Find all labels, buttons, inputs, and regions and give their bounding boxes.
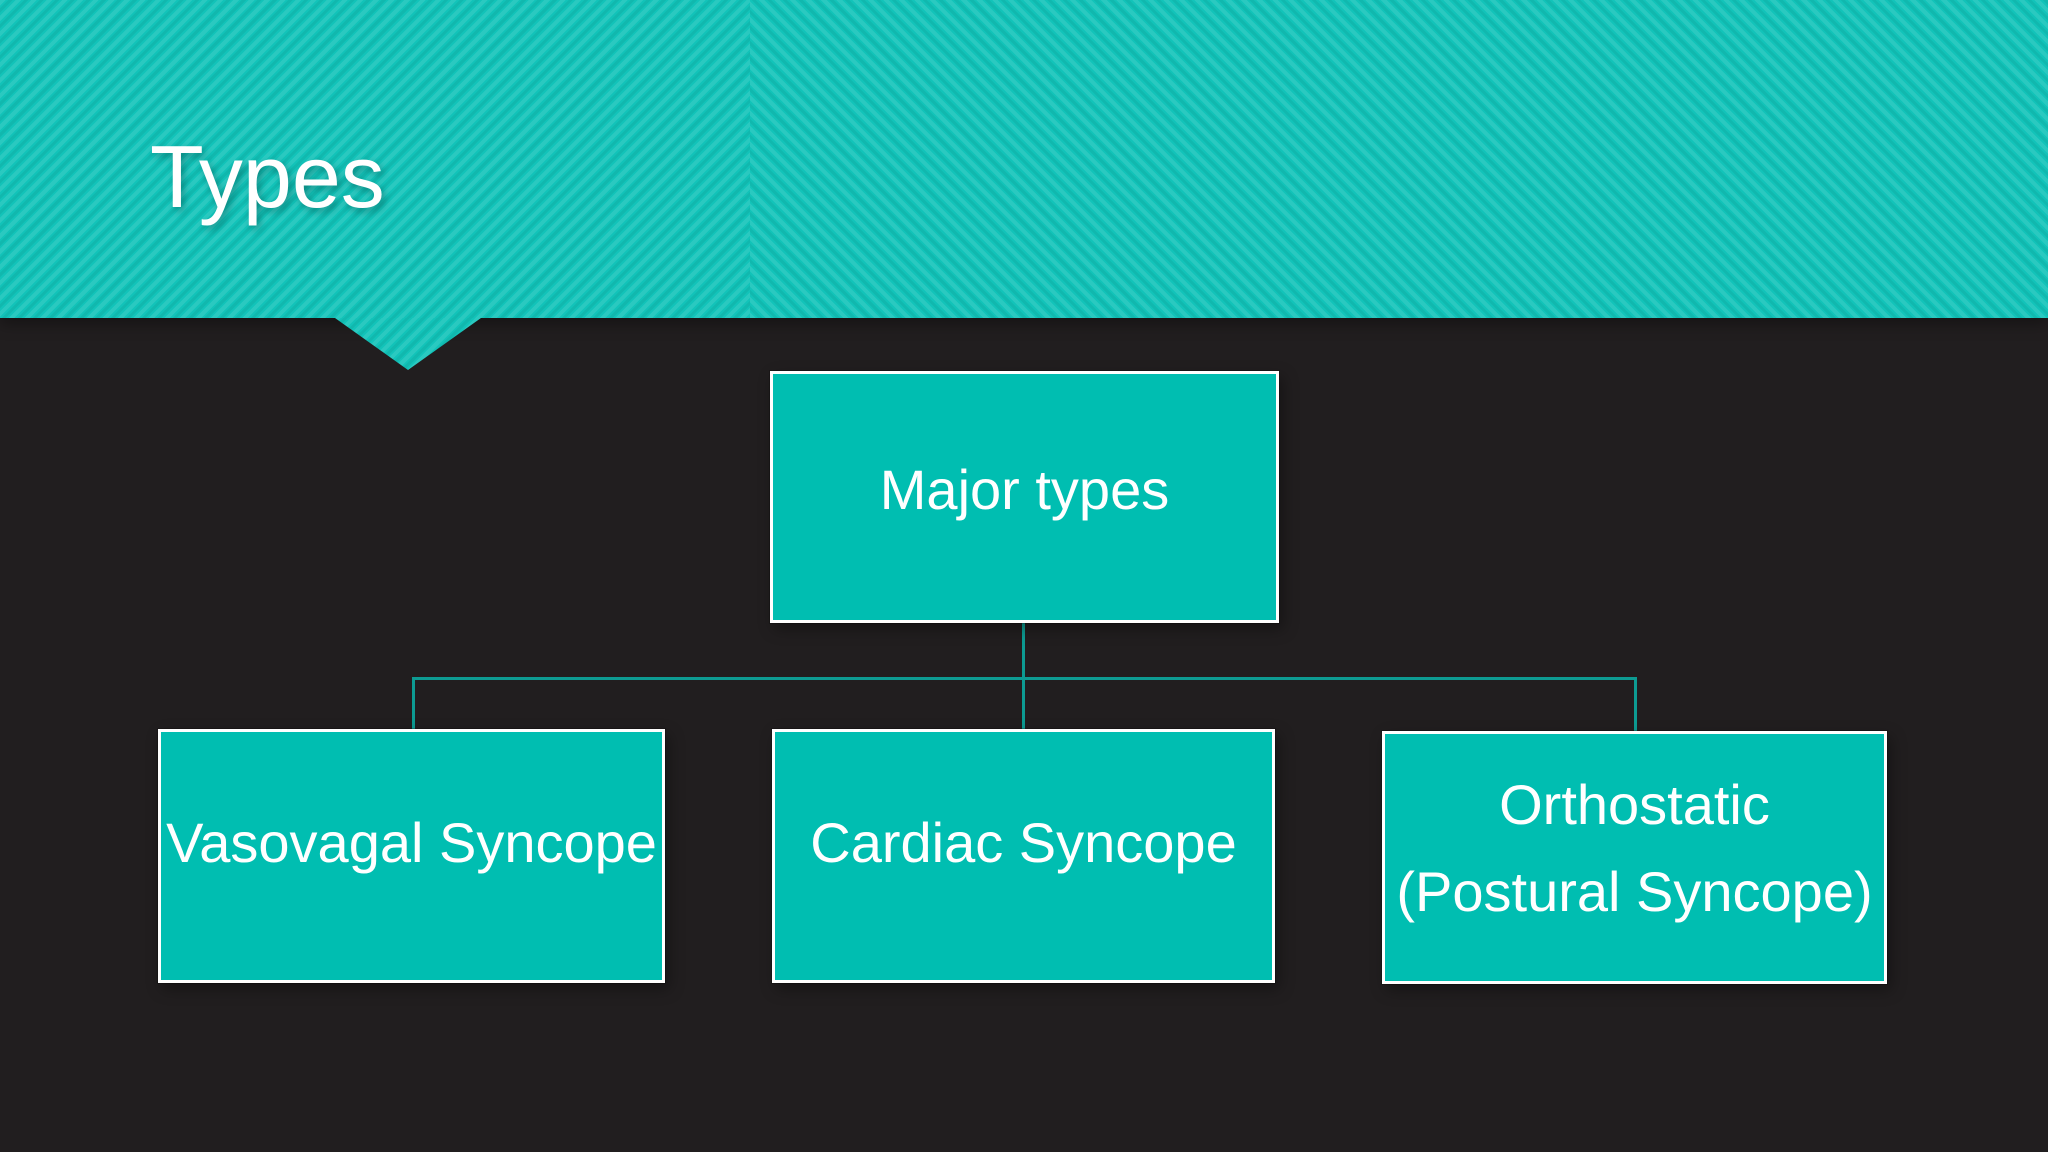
connector-drop-left bbox=[412, 677, 415, 733]
slide-title: Types bbox=[150, 127, 385, 226]
banner-stripes-right bbox=[750, 0, 2048, 318]
connector-drop-right bbox=[1634, 677, 1637, 735]
node-orthostatic-syncope: Orthostatic (Postural Syncope) bbox=[1382, 731, 1887, 984]
node-vasovagal-syncope: Vasovagal Syncope bbox=[158, 729, 665, 983]
node-vasovagal-syncope-label: Vasovagal Syncope bbox=[166, 810, 657, 874]
node-major-types: Major types bbox=[770, 371, 1279, 623]
node-orthostatic-label-line1: Orthostatic bbox=[1499, 772, 1770, 836]
connector-drop-middle bbox=[1022, 677, 1025, 733]
banner-stripes-left bbox=[0, 0, 750, 318]
node-major-types-label: Major types bbox=[879, 457, 1170, 521]
connector-root-drop bbox=[1022, 621, 1025, 681]
title-banner bbox=[0, 0, 2048, 318]
node-cardiac-syncope-label: Cardiac Syncope bbox=[810, 810, 1237, 874]
node-cardiac-syncope: Cardiac Syncope bbox=[772, 729, 1275, 983]
node-orthostatic-label-line2: (Postural Syncope) bbox=[1396, 859, 1873, 923]
node-orthostatic-label-wrap: Orthostatic (Postural Syncope) bbox=[1396, 762, 1872, 936]
